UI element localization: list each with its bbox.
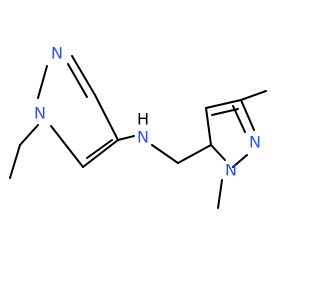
bond-c4r-c3r	[205, 99, 242, 109]
right-pyrazole-ring	[205, 90, 267, 209]
bond-n1-n2	[37, 65, 48, 99]
bond-c3r-n2r-inner	[232, 105, 246, 133]
left-pyrazole-ring	[9, 55, 119, 179]
bond-n2-c5	[50, 125, 84, 168]
bond-c5-c4	[82, 139, 119, 168]
bond-c5-c4-inner	[86, 139, 113, 159]
bond-n2-methyl	[19, 124, 39, 146]
bond-c3r-n2r	[240, 99, 255, 131]
bond-c3-n1	[71, 55, 96, 96]
bond-c4-c3	[94, 94, 119, 141]
amine-linker	[117, 135, 212, 164]
bond-n2-methyl-ext	[9, 144, 21, 179]
molecule-structure-diagram: N N N H N N	[9, 43, 267, 209]
atom-nh-label: N	[137, 128, 149, 147]
bond-n1r-c5r	[210, 144, 226, 161]
atom-n1-label: N	[51, 44, 63, 63]
bond-n2r-n1r	[232, 154, 248, 168]
bond-c5r-c4r	[205, 107, 212, 146]
atom-h-label: H	[137, 110, 149, 129]
atom-n2-label: N	[34, 104, 46, 123]
atom-labels: N N N H N N	[34, 44, 261, 180]
bond-c4r-c3r-inner	[211, 108, 239, 116]
molecule-svg: N N N H N N	[9, 44, 267, 209]
atom-n4-label: N	[225, 161, 237, 180]
bond-ch2-c5r	[177, 144, 212, 164]
bond-n1r-methyl	[217, 179, 223, 209]
bond-nh-ch2	[151, 144, 179, 164]
bond-c3-n1-inner	[67, 63, 88, 98]
bond-c4-nh	[117, 135, 135, 141]
atom-n3-label: N	[249, 133, 261, 152]
bond-c3r-methyl	[240, 90, 267, 101]
